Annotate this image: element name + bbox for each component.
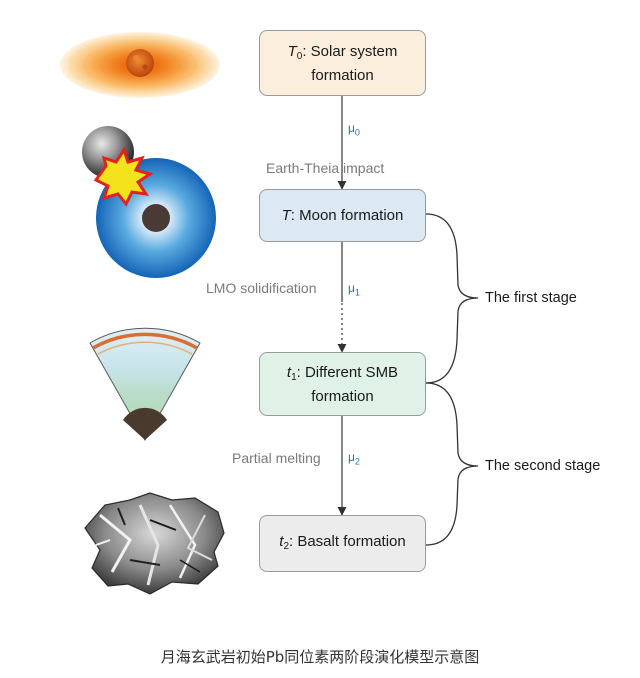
giant-impact-icon bbox=[82, 126, 216, 278]
solar-nebula-icon bbox=[60, 32, 220, 98]
lmo-solidification-label: LMO solidification bbox=[206, 280, 317, 296]
figure-caption: 月海玄武岩初始Pb同位素两阶段演化模型示意图 bbox=[160, 648, 480, 666]
basalt-formation-box: t2: Basalt formation bbox=[259, 515, 426, 572]
first-stage-label: The first stage bbox=[485, 290, 577, 306]
second-stage-label: The second stage bbox=[485, 458, 601, 474]
crust-mantle-wedge-icon bbox=[89, 327, 201, 442]
mu1-label: μ1 bbox=[348, 281, 360, 298]
moon-formation-box: T: Moon formation bbox=[259, 189, 426, 242]
solar-system-formation-box: T0: Solar system formation bbox=[259, 30, 426, 96]
earth-theia-impact-label: Earth-Theia impact bbox=[266, 160, 385, 176]
smb-formation-box: t1: Different SMB formation bbox=[259, 352, 426, 416]
impact-flash-icon bbox=[93, 146, 154, 207]
second-stage-bracket bbox=[425, 382, 479, 546]
first-stage-bracket bbox=[425, 213, 479, 384]
mu0-label: μ0 bbox=[348, 121, 360, 138]
mu2-label: μ2 bbox=[348, 450, 360, 467]
partial-melting-label: Partial melting bbox=[232, 450, 321, 466]
basalt-rock-icon bbox=[84, 492, 225, 595]
